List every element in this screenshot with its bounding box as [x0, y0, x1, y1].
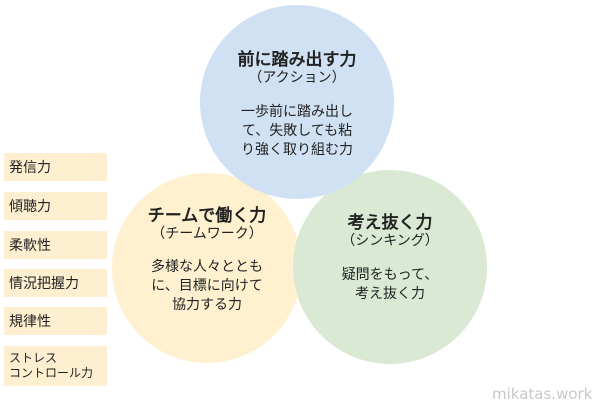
- action-circle: [200, 5, 394, 199]
- skill-box: 規律性: [4, 307, 107, 335]
- teamwork-title: チームで働く力: [147, 206, 267, 226]
- action-subtitle: （アクション）: [248, 70, 346, 86]
- skill-box: 傾聴力: [4, 192, 107, 220]
- teamwork-description: 多様な人々ととも に、目標に向けて 協力する力: [151, 259, 263, 313]
- skill-box: 情況把握力: [4, 269, 107, 297]
- thinking-title: 考え抜く力: [347, 213, 433, 233]
- skill-box: 柔軟性: [4, 231, 107, 259]
- thinking-description: 疑問をもって、 考え抜く力: [341, 267, 439, 302]
- action-description: 一歩前に踏み出し て、失敗しても粘 り強く取り組む力: [241, 104, 353, 158]
- teamwork-circle: [112, 173, 302, 363]
- teamwork-subtitle: （チームワーク）: [151, 226, 263, 242]
- action-title: 前に踏み出す力: [237, 50, 357, 70]
- watermark: mikatas.work: [492, 385, 593, 403]
- thinking-circle: [293, 170, 487, 364]
- skill-box: ストレス コントロール力: [4, 346, 107, 386]
- thinking-subtitle: （シンキング）: [341, 233, 439, 249]
- skill-box: 発信力: [4, 153, 107, 181]
